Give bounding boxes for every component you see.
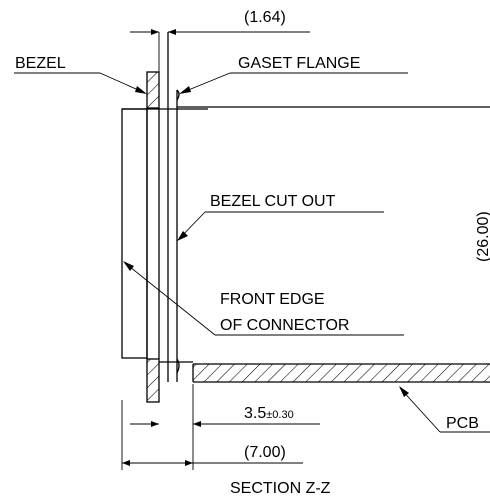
dim-gasket: (1.64) [130,9,310,35]
front-edge-line1: FRONT EDGE [220,291,325,308]
bezel-cut-out-callout: BEZEL CUT OUT [177,193,384,241]
pcb-callout: PCB [399,386,490,433]
gasket-flange [158,32,180,382]
dim-total: (7.00) [122,444,303,466]
front-edge-line2: OF CONNECTOR [220,317,349,334]
gasket-flange-label: GASET FLANGE [238,55,360,72]
front-edge-callout: FRONT EDGE OF CONNECTOR [123,261,404,336]
top-boundary [122,106,490,110]
svg-text:3.5±0.30: 3.5±0.30 [244,405,294,422]
bezel-callout: BEZEL [14,55,147,94]
pcb-board [159,361,490,383]
dim-total-label: (7.00) [244,444,286,461]
pcb-label: PCB [446,415,479,432]
dim-depth-value: 3.5 [244,405,266,422]
dim-depth: 3.5±0.30 [121,384,320,470]
dim-depth-tolerance: ±0.30 [266,409,293,421]
dim-height: (26.00) [475,211,490,262]
dim-gasket-label: (1.64) [244,9,286,26]
section-title: SECTION Z-Z [230,480,331,497]
bezel-cut-out-label: BEZEL CUT OUT [210,193,336,210]
connector-body [121,108,148,359]
gasket-flange-callout: GASET FLANGE [179,55,408,94]
bezel-plate [146,71,160,403]
dim-height-label: (26.00) [475,211,490,262]
bezel-label: BEZEL [15,55,66,72]
